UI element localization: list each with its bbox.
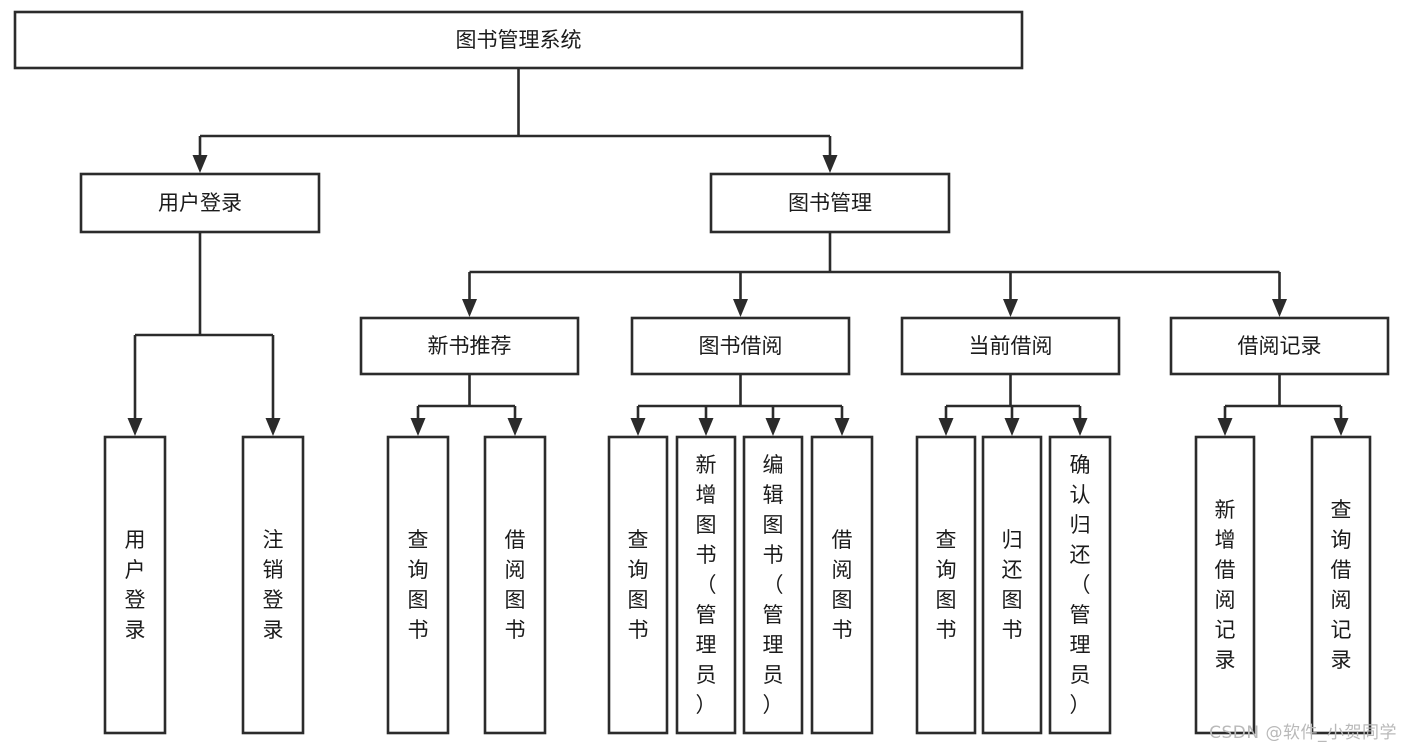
node-leaf-add-record[interactable]: 新增借阅记录 bbox=[1194, 435, 1256, 735]
arrow-head-icon bbox=[822, 155, 838, 173]
node-label: 确认归还（管理员） bbox=[1070, 453, 1091, 717]
arrow-head-icon bbox=[1333, 418, 1349, 436]
node-leaf-edit-book[interactable]: 编辑图书（管理员） bbox=[742, 435, 804, 735]
node-box bbox=[1310, 435, 1372, 735]
node-label: 用户登录 bbox=[125, 528, 146, 642]
node-label: 用户登录 bbox=[158, 191, 242, 215]
arrow-head-icon bbox=[192, 155, 208, 173]
node-leaf-query-book[interactable]: 查询图书 bbox=[607, 435, 669, 735]
arrow-head-icon bbox=[1004, 418, 1020, 436]
node-box bbox=[742, 435, 804, 735]
arrow-head-icon bbox=[938, 418, 954, 436]
node-user-login[interactable]: 用户登录 bbox=[79, 172, 321, 234]
arrow-head-icon bbox=[1003, 299, 1018, 317]
node-current-borrow[interactable]: 当前借阅 bbox=[900, 316, 1121, 376]
arrow-head-icon bbox=[1217, 418, 1233, 436]
node-label: 查询借阅记录 bbox=[1331, 498, 1352, 672]
node-box bbox=[915, 435, 977, 735]
node-label: 借阅图书 bbox=[832, 528, 853, 642]
connector-layer bbox=[127, 68, 1349, 436]
node-label: 借阅记录 bbox=[1238, 334, 1322, 358]
node-label: 当前借阅 bbox=[969, 334, 1053, 358]
node-root[interactable]: 图书管理系统 bbox=[13, 10, 1024, 70]
node-new-book-rec[interactable]: 新书推荐 bbox=[359, 316, 580, 376]
node-box bbox=[810, 435, 874, 735]
arrow-head-icon bbox=[698, 418, 714, 436]
node-box bbox=[981, 435, 1043, 735]
node-leaf-query-book-rec[interactable]: 查询图书 bbox=[386, 435, 450, 735]
arrow-head-icon bbox=[834, 418, 850, 436]
node-box bbox=[13, 10, 1024, 70]
node-leaf-user-login[interactable]: 用户登录 bbox=[103, 435, 167, 735]
arrow-head-icon bbox=[765, 418, 781, 436]
node-box bbox=[1194, 435, 1256, 735]
node-label: 图书管理 bbox=[788, 191, 872, 215]
arrow-head-icon bbox=[630, 418, 646, 436]
node-label: 图书借阅 bbox=[699, 334, 783, 358]
node-label: 编辑图书（管理员） bbox=[763, 453, 784, 717]
node-box bbox=[1169, 316, 1390, 376]
arrow-head-icon bbox=[265, 418, 281, 436]
arrow-head-icon bbox=[1072, 418, 1088, 436]
node-leaf-return-book[interactable]: 归还图书 bbox=[981, 435, 1043, 735]
node-box bbox=[630, 316, 851, 376]
node-label: 新增借阅记录 bbox=[1215, 498, 1236, 672]
arrow-head-icon bbox=[733, 299, 748, 317]
node-borrow-record[interactable]: 借阅记录 bbox=[1169, 316, 1390, 376]
watermark-label: CSDN @软件_小贺同学 bbox=[1209, 723, 1397, 743]
node-leaf-borrow-book[interactable]: 借阅图书 bbox=[810, 435, 874, 735]
arrow-head-icon bbox=[1272, 299, 1287, 317]
node-label: 归还图书 bbox=[1002, 528, 1023, 642]
node-label: 查询图书 bbox=[628, 528, 649, 642]
node-leaf-logout[interactable]: 注销登录 bbox=[241, 435, 305, 735]
node-label: 注销登录 bbox=[263, 528, 284, 642]
arrow-head-icon bbox=[410, 418, 426, 436]
node-label: 查询图书 bbox=[408, 528, 429, 642]
node-label: 查询图书 bbox=[936, 528, 957, 642]
node-box bbox=[900, 316, 1121, 376]
node-leaf-add-book[interactable]: 新增图书（管理员） bbox=[675, 435, 737, 735]
node-box bbox=[1048, 435, 1112, 735]
node-label: 新增图书（管理员） bbox=[696, 453, 717, 717]
node-box bbox=[79, 172, 321, 234]
node-box bbox=[386, 435, 450, 735]
node-leaf-borrow-book-rec[interactable]: 借阅图书 bbox=[483, 435, 547, 735]
node-label: 新书推荐 bbox=[428, 334, 512, 358]
node-box bbox=[241, 435, 305, 735]
arrow-head-icon bbox=[462, 299, 477, 317]
node-layer: 图书管理系统用户登录图书管理新书推荐图书借阅当前借阅借阅记录用户登录注销登录查询… bbox=[13, 10, 1390, 735]
node-box bbox=[103, 435, 167, 735]
node-box bbox=[709, 172, 951, 234]
arrow-head-icon bbox=[507, 418, 523, 436]
node-leaf-query-book-cur[interactable]: 查询图书 bbox=[915, 435, 977, 735]
node-box bbox=[359, 316, 580, 376]
node-label: 图书管理系统 bbox=[456, 28, 582, 52]
node-box bbox=[607, 435, 669, 735]
node-leaf-confirm-return[interactable]: 确认归还（管理员） bbox=[1048, 435, 1112, 735]
node-label: 借阅图书 bbox=[505, 528, 526, 642]
arrow-head-icon bbox=[127, 418, 143, 436]
node-leaf-query-record[interactable]: 查询借阅记录 bbox=[1310, 435, 1372, 735]
node-box bbox=[675, 435, 737, 735]
node-book-manage[interactable]: 图书管理 bbox=[709, 172, 951, 234]
node-book-borrow[interactable]: 图书借阅 bbox=[630, 316, 851, 376]
node-box bbox=[483, 435, 547, 735]
